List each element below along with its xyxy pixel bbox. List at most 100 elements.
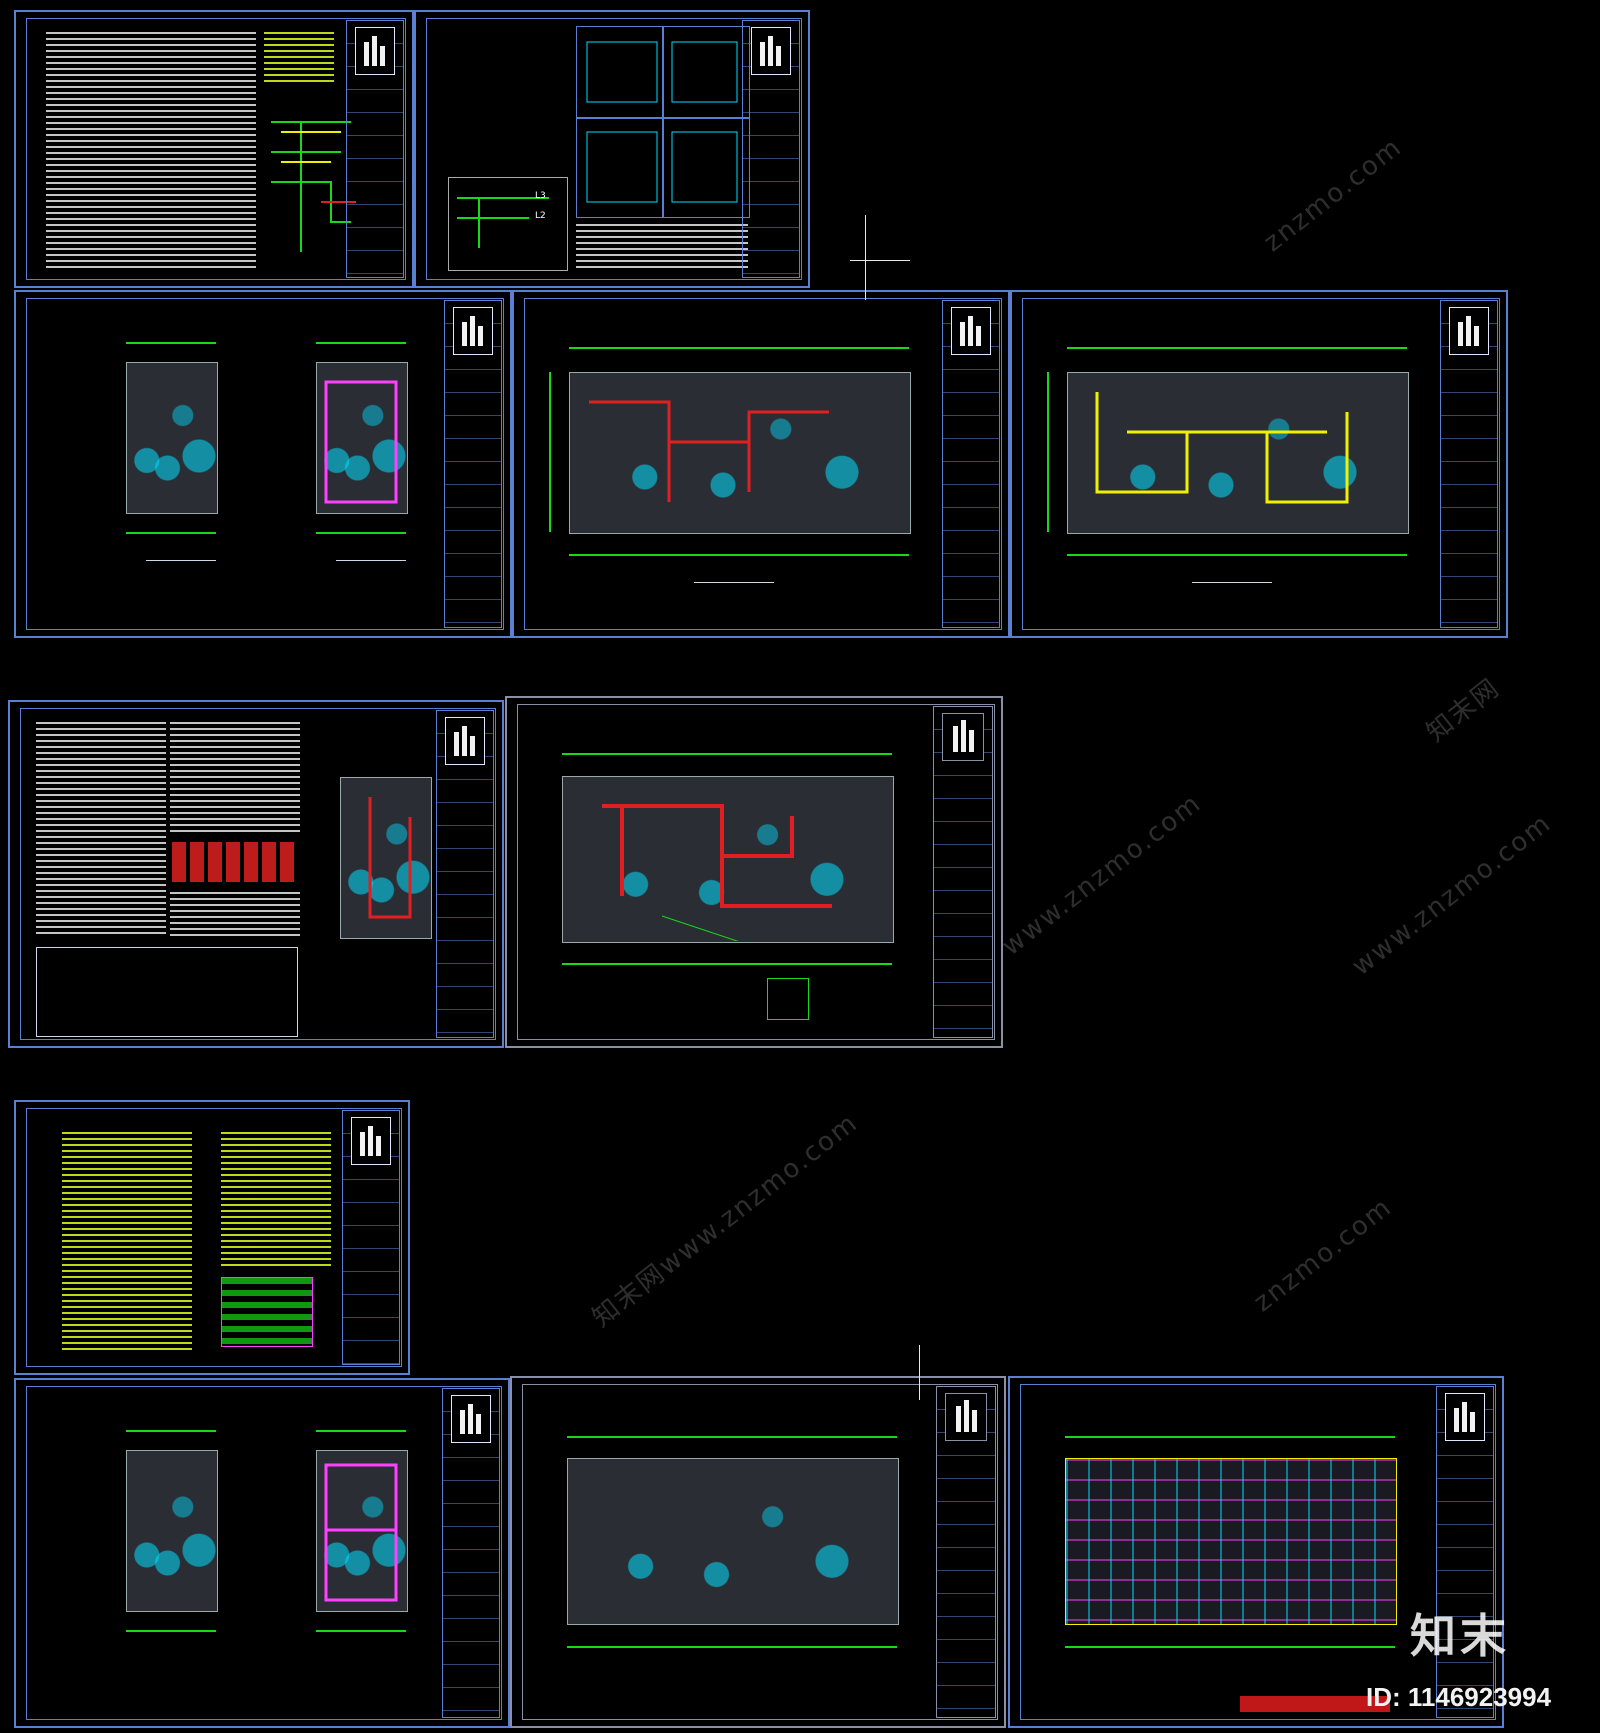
sheet-frame: [26, 18, 406, 280]
route-magenta: [324, 1463, 398, 1602]
plan-caption: [1192, 582, 1272, 583]
dimension-line: [1065, 1436, 1395, 1438]
title-block: [442, 1388, 500, 1718]
watermark-text: 知末网: [1421, 672, 1506, 749]
sheet-frame: [20, 708, 496, 1040]
dimension-line: [569, 554, 909, 556]
dimension-line: [316, 532, 406, 534]
dimension-line: [316, 1630, 406, 1632]
firm-logo: [451, 1395, 491, 1443]
sheet-frame: [26, 298, 504, 630]
sheet-frame: [522, 1384, 998, 1720]
title-block: [942, 300, 1000, 628]
title-block: [1436, 1386, 1494, 1718]
floor-plan: [340, 777, 432, 939]
floor-plan: [1067, 372, 1409, 534]
drawing-sheet-floor-2-ceiling[interactable]: [1008, 1376, 1504, 1728]
plan-caption: [336, 560, 406, 561]
schedule-table: [576, 224, 748, 269]
sheet-frame: [426, 18, 802, 280]
drawing-sheet-notes-2[interactable]: [14, 1100, 410, 1375]
dimension-line: [567, 1646, 897, 1648]
notes-text: [221, 1132, 331, 1267]
title-block: [936, 1386, 996, 1718]
title-block: [444, 300, 502, 628]
title-block: [342, 1110, 400, 1365]
route-red-2: [589, 400, 829, 502]
firm-logo: [1449, 307, 1489, 355]
firm-logo: [1445, 1393, 1485, 1441]
drawing-sheet-floor-2-lighting[interactable]: [510, 1376, 1006, 1728]
route-yellow: [1095, 392, 1349, 504]
notes-text: [62, 1132, 192, 1352]
legend-table: [264, 32, 334, 82]
ceiling-plan: [1065, 1458, 1397, 1625]
cad-crosshair-v: [865, 215, 866, 300]
watermark-text: www.znzmo.com: [996, 788, 1208, 962]
drawing-sheet-floor-2-plan-a[interactable]: [512, 290, 1010, 638]
cad-crosshair-h: [850, 260, 910, 261]
drawing-sheet-floor-1-plans[interactable]: [14, 290, 512, 638]
firm-logo: [751, 27, 791, 75]
watermark-text: znzmo.com: [1258, 131, 1408, 259]
schedule-strip: [1240, 1696, 1390, 1712]
title-block: [742, 20, 800, 278]
dimension-line: [126, 1630, 216, 1632]
system-diagram-box: L3 L2: [448, 177, 568, 271]
sheet-frame: [517, 704, 995, 1040]
dimension-line: [567, 1436, 897, 1438]
sheet-frame: [524, 298, 1002, 630]
notes-text: [170, 892, 300, 937]
firm-logo: [453, 307, 493, 355]
dimension-line: [562, 753, 892, 755]
notes-text: [46, 32, 256, 272]
legend-label-l3: L3: [535, 191, 546, 201]
watermark-text: www.znzmo.com: [1346, 808, 1558, 982]
drawing-sheet-fire-notes[interactable]: [8, 700, 504, 1048]
panel-grid: [576, 26, 750, 218]
firm-logo: [945, 1393, 987, 1441]
floor-plan-left: [126, 362, 218, 514]
drawing-sheet-floor-2-plan-b[interactable]: [1010, 290, 1508, 638]
firm-logo: [942, 713, 984, 761]
dimension-line: [1067, 554, 1407, 556]
route-red-4: [602, 804, 832, 941]
watermark-text: znzmo.com: [1248, 1191, 1398, 1319]
dimension-line: [1067, 347, 1407, 349]
brand-logo: 知末: [1410, 1609, 1510, 1663]
sheet-frame: [1020, 1384, 1496, 1720]
title-block: [346, 20, 404, 278]
cad-crosshair-v: [919, 1345, 920, 1400]
dimension-line: [316, 342, 406, 344]
dimension-line: [126, 532, 216, 534]
title-block: [1440, 300, 1498, 628]
floor-plan: [567, 1458, 899, 1625]
callout-box: [767, 978, 809, 1020]
firm-logo: [351, 1117, 391, 1165]
drawing-sheet-system-diagram[interactable]: L3 L2: [414, 10, 810, 288]
firm-logo: [445, 717, 485, 765]
image-id-label: ID: 1146923994: [1366, 1682, 1552, 1712]
drawing-sheet-notes-1[interactable]: [14, 10, 414, 288]
sheet-frame: [1022, 298, 1500, 630]
dimension-line: [549, 372, 551, 532]
sheet-frame: [26, 1386, 502, 1720]
floor-plan-right: [316, 362, 408, 514]
notes-text: [36, 722, 166, 937]
dimension-line: [562, 963, 892, 965]
dimension-line: [1065, 1646, 1395, 1648]
dimension-line: [126, 342, 216, 344]
drawing-sheet-floor-2-fire[interactable]: [505, 696, 1003, 1048]
firm-logo: [355, 27, 395, 75]
drawing-sheet-floor-1-detail[interactable]: [14, 1378, 510, 1728]
dimension-line: [316, 1430, 406, 1432]
watermark-text: 知末网www.znzmo.com: [587, 1107, 865, 1334]
notes-text: [170, 722, 300, 832]
firm-logo: [951, 307, 991, 355]
route-red-3: [368, 797, 412, 919]
title-block: [933, 706, 993, 1038]
legend-label-l2: L2: [535, 211, 546, 221]
title-block: [436, 710, 494, 1038]
sheet-frame: [26, 1108, 402, 1367]
